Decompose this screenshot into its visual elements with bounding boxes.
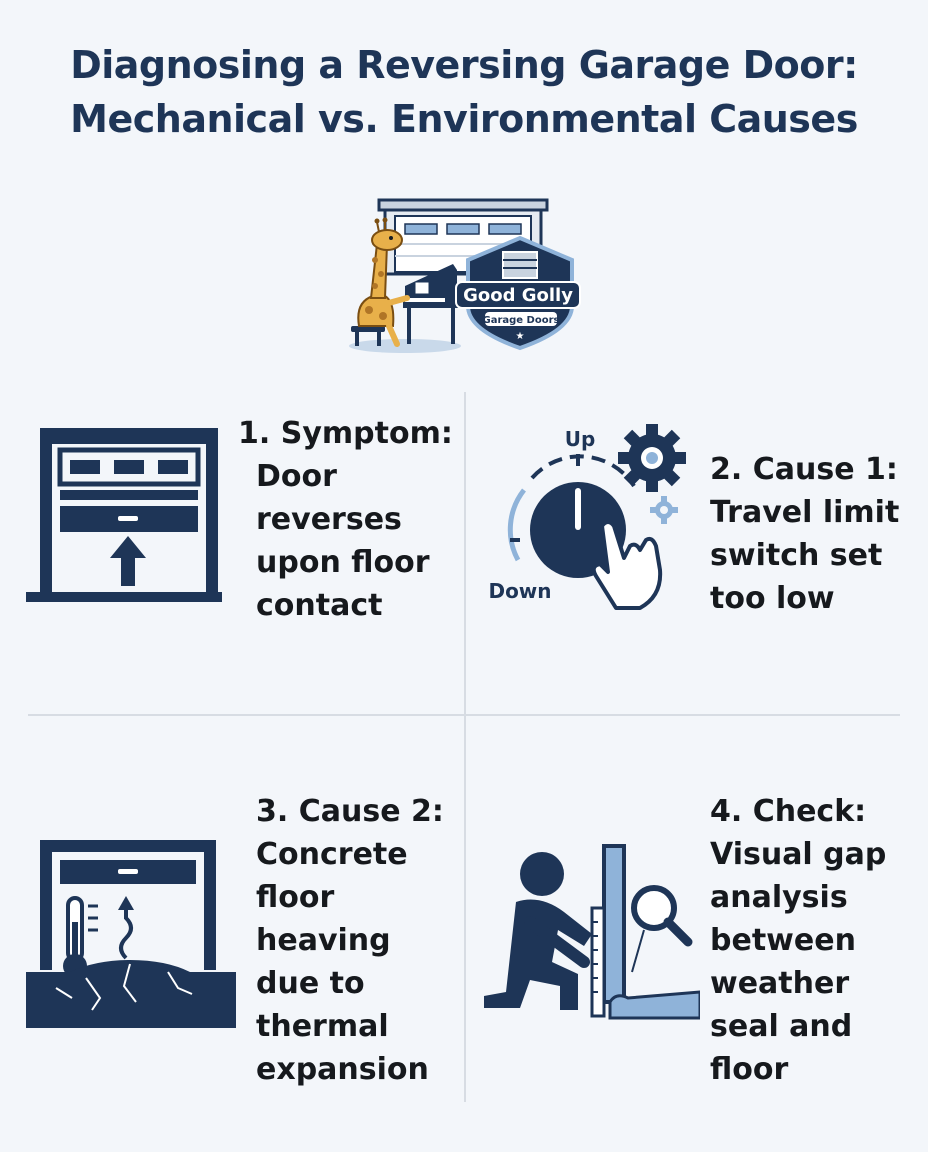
panel-1-line-3: reverses [256,502,402,537]
panel-3-line-3: floor [256,880,335,915]
panel-3-line-4: heaving [256,923,391,958]
panel-1-line-2: Door [256,459,337,494]
panel-symptom-text: 1. Symptom: Door reverses upon floor con… [238,412,453,627]
logo-brand-line-2: Garage Doors [483,315,560,326]
giraffe-piano-icon [351,217,461,347]
panel-4-line-5: weather [710,966,850,1001]
panel-4-line-2: Visual gap [710,837,887,872]
dial-down-label: Down [488,579,551,603]
panel-3-line-5: due to [256,966,365,1001]
vertical-divider [464,392,466,1102]
horizontal-divider [28,714,900,716]
shield-badge-icon: Good Golly Garage Doors ★ [455,235,581,351]
panel-2-line-1: 2. Cause 1: [710,452,898,487]
person-inspecting-gap-icon [484,844,700,1020]
brand-logo: Good Golly Garage Doors ★ [349,198,581,353]
panel-4-line-6: seal and [710,1009,853,1044]
panel-1-line-1: 1. Symptom: [238,416,453,451]
panel-4-line-3: analysis [710,880,848,915]
garage-door-up-arrow-icon [26,428,222,602]
svg-text:★: ★ [516,331,525,342]
panel-3-line-1: 3. Cause 2: [256,794,444,829]
logo-brand-line-1: Good Golly [463,285,573,306]
dial-up-label: Up [565,427,596,451]
title-line-2: Mechanical vs. Environmental Causes [70,97,858,141]
panel-1-line-5: contact [256,588,383,623]
panel-check-text: 4. Check: Visual gap analysis between we… [710,790,886,1091]
panel-4-line-4: between [710,923,856,958]
panel-4-line-7: floor [710,1052,789,1087]
floor-heave-thermometer-icon [26,840,236,1028]
panel-3-line-7: expansion [256,1052,429,1087]
page-title: Diagnosing a Reversing Garage Door: Mech… [0,38,928,146]
limit-dial-gear-icon: Up Down [488,424,686,610]
panel-2-line-2: Travel limit [710,495,900,530]
panel-4-line-1: 4. Check: [710,794,867,829]
panel-cause-2-text: 3. Cause 2: Concrete floor heaving due t… [256,790,444,1091]
panel-1-line-4: upon floor [256,545,430,580]
panel-2-line-4: too low [710,581,835,616]
panel-3-line-2: Concrete [256,837,408,872]
panel-3-line-6: thermal [256,1009,389,1044]
title-line-1: Diagnosing a Reversing Garage Door: [70,43,858,87]
panel-2-line-3: switch set [710,538,883,573]
panel-cause-1-text: 2. Cause 1: Travel limit switch set too … [710,448,899,620]
